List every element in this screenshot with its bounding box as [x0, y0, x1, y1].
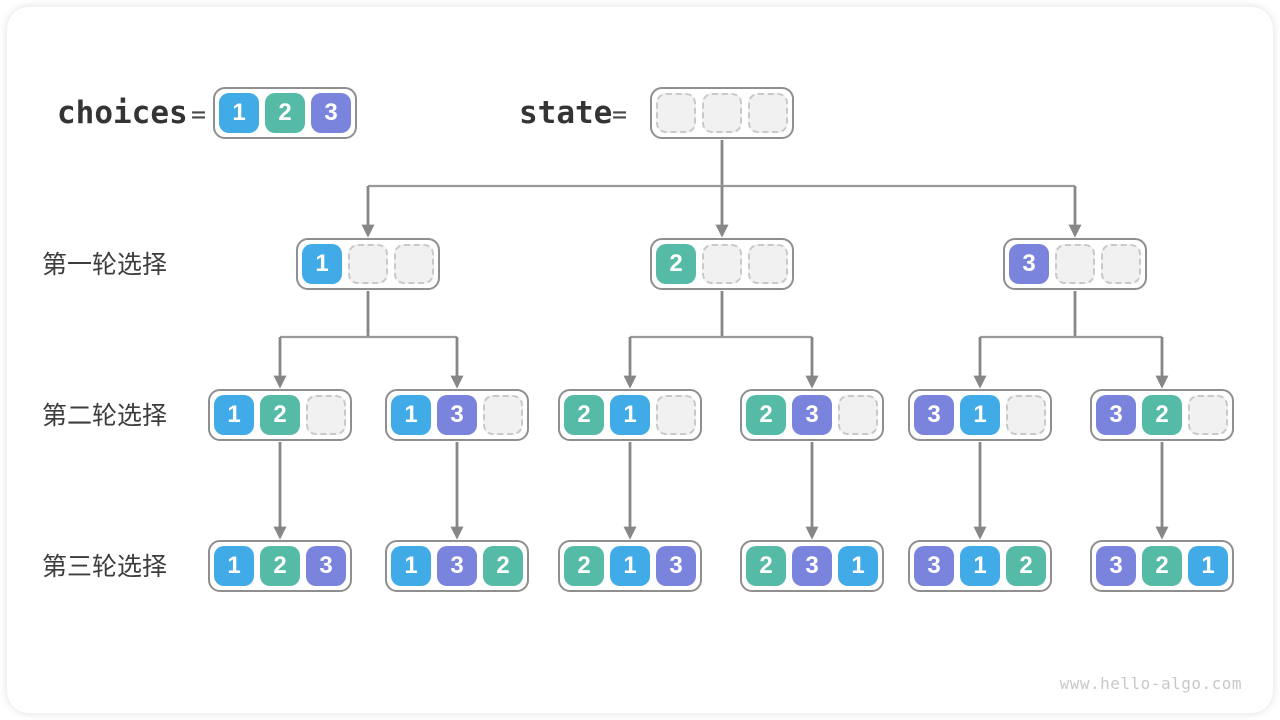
cell-value-3: 3 — [792, 395, 832, 435]
watermark: www.hello-algo.com — [1059, 674, 1242, 693]
cell-value-1: 1 — [960, 546, 1000, 586]
cell-empty — [656, 395, 696, 435]
cell-value-1: 1 — [302, 244, 342, 284]
cell-empty — [483, 395, 523, 435]
cell-value-2: 2 — [483, 546, 523, 586]
cell-empty — [702, 244, 742, 284]
cell-value-2: 2 — [1142, 546, 1182, 586]
cell-value-1: 1 — [610, 395, 650, 435]
row-label-round-2: 第二轮选择 — [42, 402, 168, 430]
cell-value-2: 2 — [1142, 395, 1182, 435]
cell-value-3: 3 — [656, 546, 696, 586]
cell-value-2: 2 — [564, 395, 604, 435]
cell-value-3: 3 — [792, 546, 832, 586]
cell-empty — [748, 244, 788, 284]
cell-empty — [306, 395, 346, 435]
cell-value-1: 1 — [838, 546, 878, 586]
cell-value-2: 2 — [564, 546, 604, 586]
cell-value-1: 1 — [214, 546, 254, 586]
state-node-slot — [650, 87, 794, 139]
cell-empty — [838, 395, 878, 435]
cell-empty — [394, 244, 434, 284]
cell-empty — [1055, 244, 1095, 284]
cell-value-1: 1 — [391, 395, 431, 435]
cell-value-1: 1 — [391, 546, 431, 586]
choices-label: choices — [57, 95, 188, 131]
cell-value-2: 2 — [260, 546, 300, 586]
cell-value-2: 2 — [746, 546, 786, 586]
cell-value-3: 3 — [1009, 244, 1049, 284]
cell-value-2: 2 — [656, 244, 696, 284]
cell-empty — [1188, 395, 1228, 435]
cell-value-2: 2 — [260, 395, 300, 435]
state-node — [650, 87, 794, 139]
cell-empty — [348, 244, 388, 284]
cell-value-3: 3 — [914, 395, 954, 435]
cell-value-3: 3 — [306, 546, 346, 586]
state-label: state — [519, 95, 613, 131]
cell-value-3: 3 — [437, 395, 477, 435]
cell-empty — [1006, 395, 1046, 435]
choices-equals-sign: = — [191, 100, 207, 129]
cell-value-1: 1 — [1188, 546, 1228, 586]
cell-value-3: 3 — [914, 546, 954, 586]
node-3-empty-empty: 3 — [1003, 238, 1147, 290]
cell-empty — [656, 93, 696, 133]
cell-empty — [702, 93, 742, 133]
cell-value-3: 3 — [437, 546, 477, 586]
cell-value-3: 3 — [1096, 395, 1136, 435]
cell-value-3: 3 — [311, 93, 351, 133]
row-label-round-3: 第三轮选择 — [42, 553, 168, 581]
cell-empty — [748, 93, 788, 133]
cell-empty — [1101, 244, 1141, 284]
cell-value-3: 3 — [1096, 546, 1136, 586]
cell-value-1: 1 — [610, 546, 650, 586]
node-1-empty-empty: 1 — [296, 238, 440, 290]
cell-value-2: 2 — [746, 395, 786, 435]
cell-value-1: 1 — [219, 93, 259, 133]
state-equals-sign: = — [612, 100, 628, 129]
cell-value-1: 1 — [214, 395, 254, 435]
cell-value-2: 2 — [1006, 546, 1046, 586]
node-2-empty-empty: 2 — [650, 238, 794, 290]
row-label-round-1: 第一轮选择 — [42, 251, 168, 279]
cell-value-2: 2 — [265, 93, 305, 133]
cell-value-1: 1 — [960, 395, 1000, 435]
